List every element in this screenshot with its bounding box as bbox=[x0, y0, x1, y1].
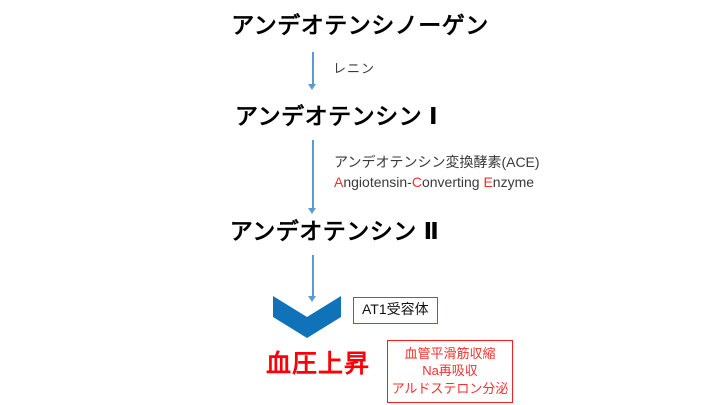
arrow-head bbox=[308, 296, 317, 302]
enzyme-label-ace: アンデオテンシン変換酵素(ACE) Angiotensin-Converting… bbox=[334, 154, 540, 192]
ace-initial-c: C bbox=[411, 173, 422, 190]
enzyme-label-renin: レニン bbox=[333, 61, 376, 76]
arrow-to-at1-receptor bbox=[306, 255, 320, 303]
ace-word-enzyme: nzyme bbox=[492, 173, 535, 190]
ace-english-text: Angiotensin-Converting Enzyme bbox=[334, 174, 540, 192]
ace-initial-a: A bbox=[334, 173, 344, 190]
arrow-renin bbox=[306, 52, 320, 90]
effects-box: 血管平滑筋収縮 Na再吸収 アルドステロン分泌 bbox=[387, 340, 513, 403]
arrow-ace bbox=[306, 140, 320, 215]
arrow-shaft bbox=[312, 140, 314, 209]
arrow-head bbox=[308, 84, 317, 90]
effect-item-2: Na再吸収 bbox=[422, 363, 478, 379]
at1-receptor-box: AT1受容体 bbox=[353, 297, 438, 324]
effect-item-1: 血管平滑筋収縮 bbox=[404, 346, 496, 361]
stage-label-angiotensin-2: アンデオテンシン Ⅱ bbox=[229, 218, 440, 244]
arrow-head bbox=[308, 208, 317, 214]
ace-japanese-text: アンデオテンシン変換酵素(ACE) bbox=[334, 154, 540, 170]
chevron-down-icon bbox=[273, 296, 341, 338]
ace-word-converting: onverting bbox=[421, 173, 484, 190]
stage-label-angiotensinogen: アンデオテンシノーゲン bbox=[231, 12, 489, 38]
effect-item-3: アルドステロン分泌 bbox=[391, 380, 509, 396]
stage-label-angiotensin-1: アンデオテンシン Ⅰ bbox=[234, 103, 439, 129]
outcome-blood-pressure-rise: 血圧上昇 bbox=[266, 350, 371, 378]
ace-initial-e: E bbox=[483, 173, 493, 190]
arrow-shaft bbox=[312, 52, 314, 85]
arrow-shaft bbox=[312, 255, 314, 297]
ace-word-angiotensin: ngiotensin- bbox=[343, 173, 412, 190]
